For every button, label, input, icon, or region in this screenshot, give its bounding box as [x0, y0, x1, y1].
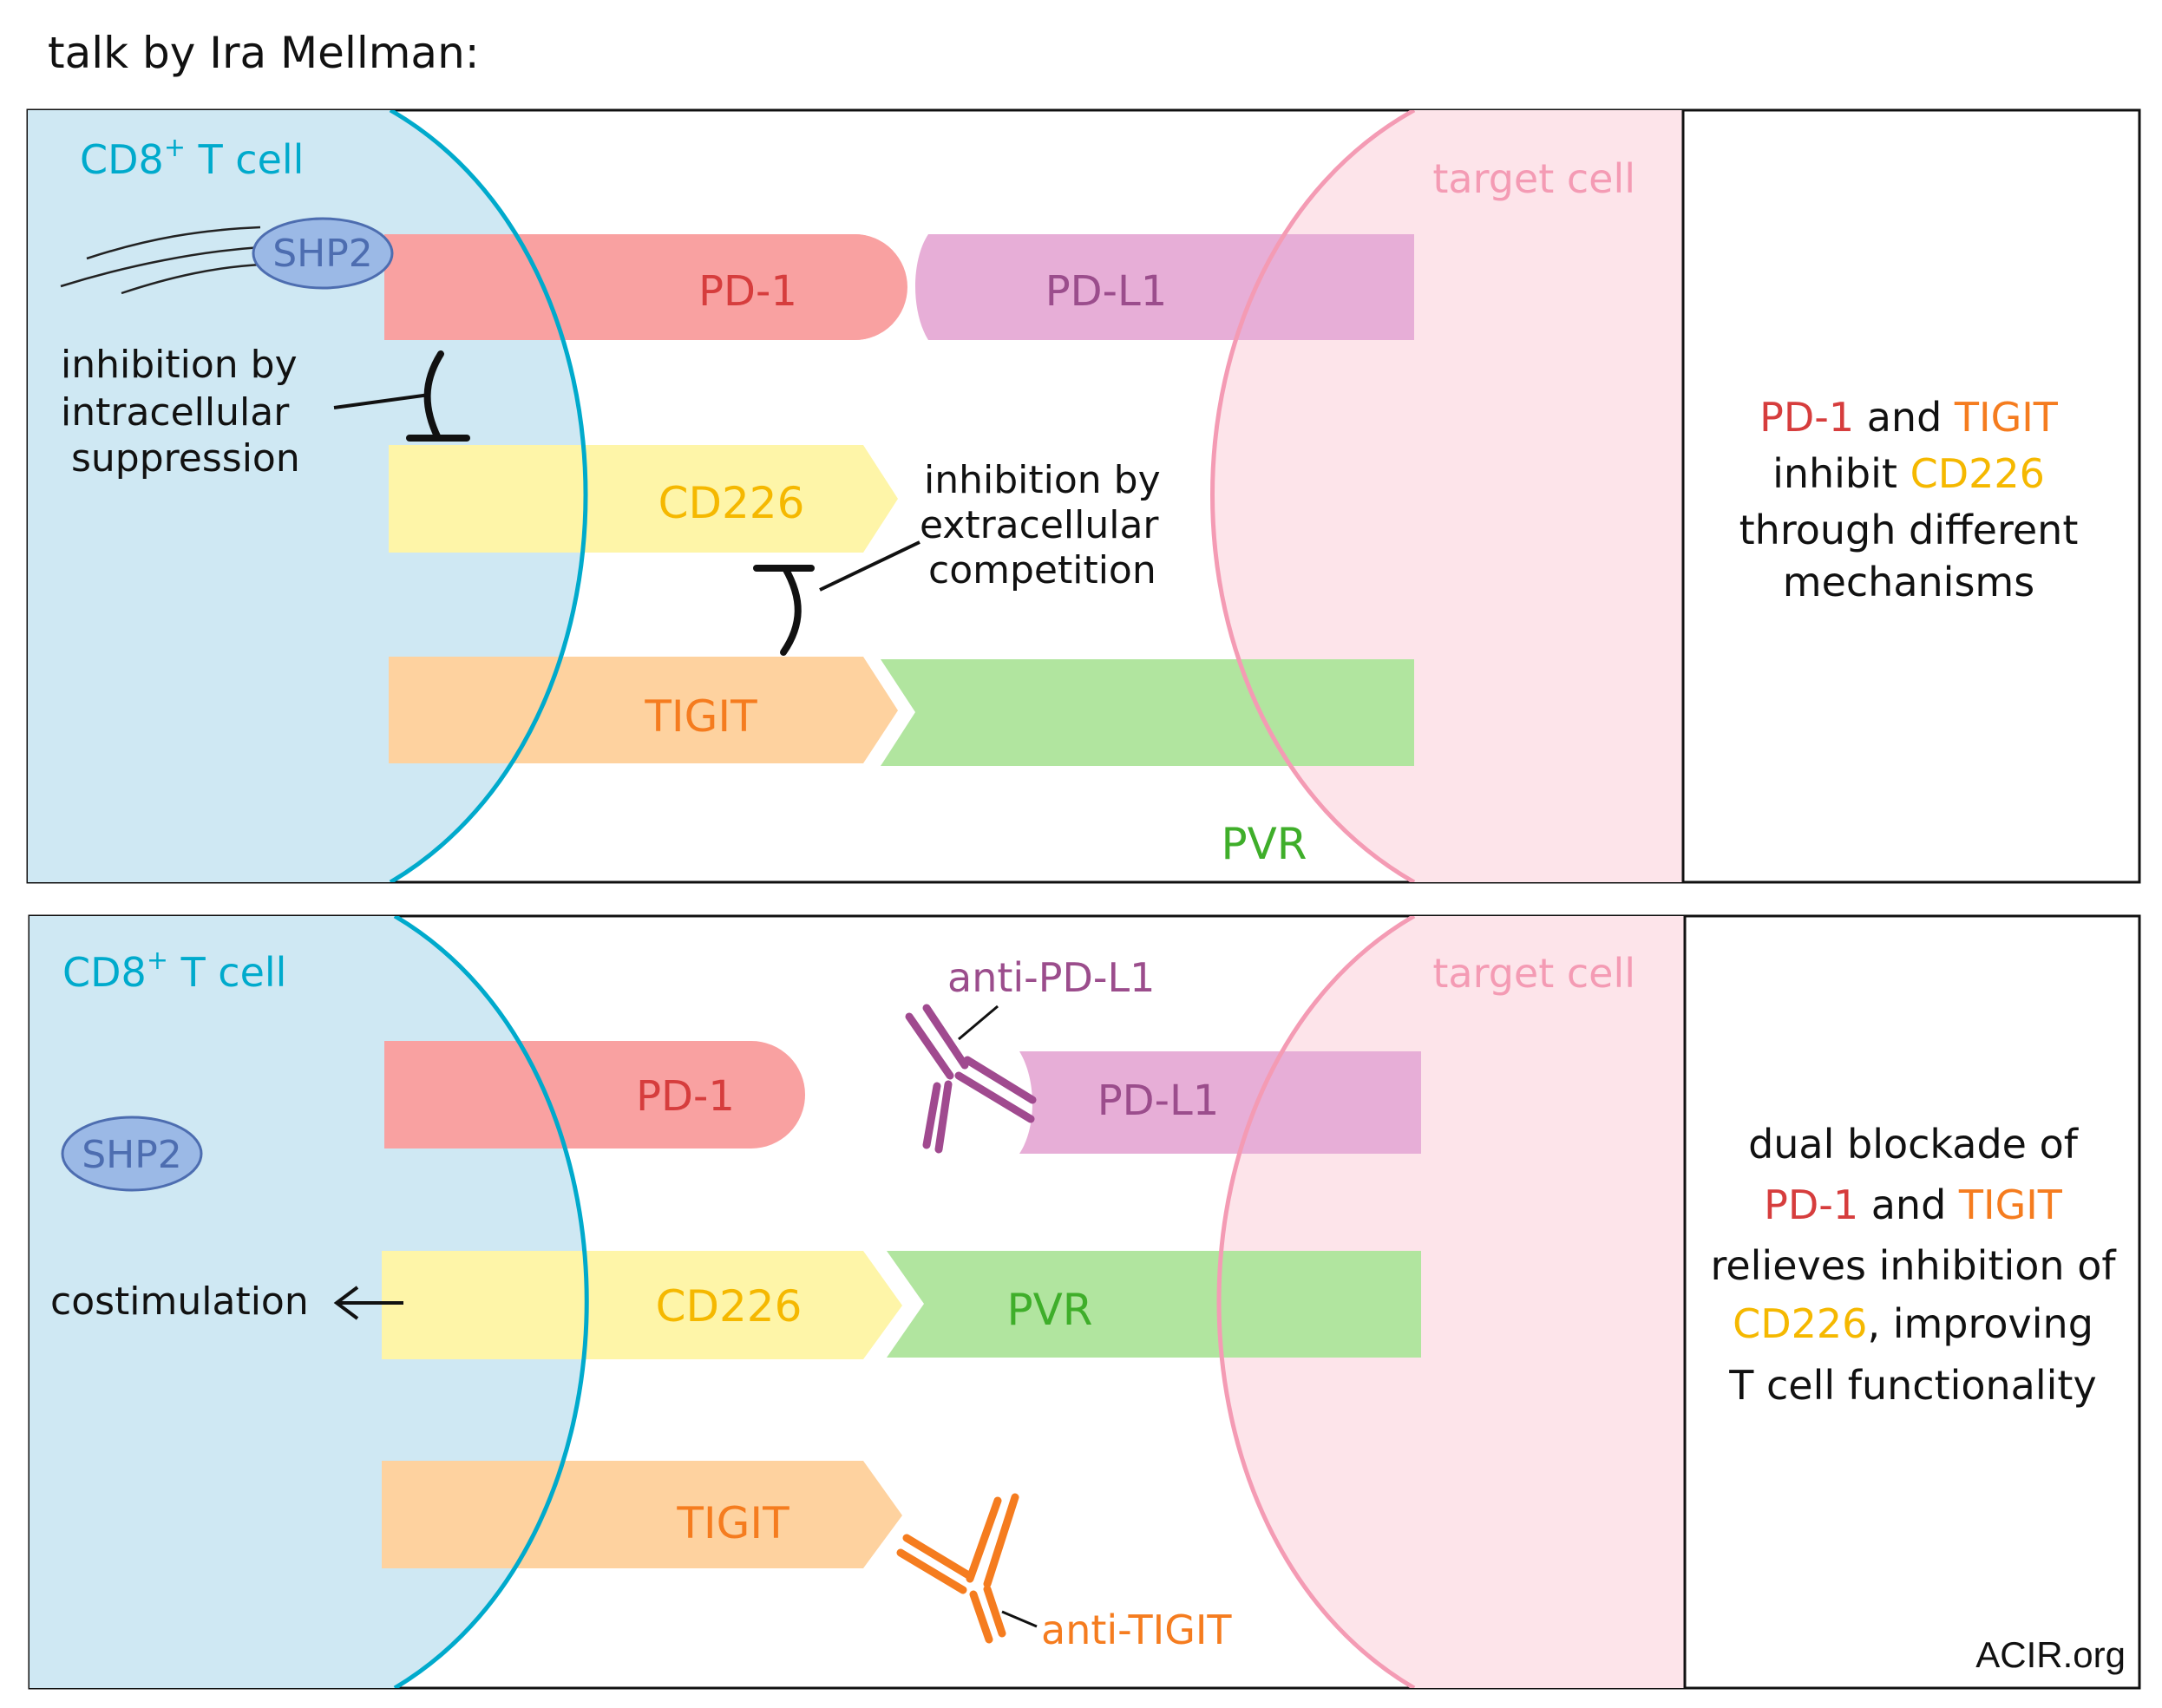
svg-text:CD226, improving: CD226, improving [1733, 1300, 2093, 1347]
svg-text:inhibit CD226: inhibit CD226 [1772, 450, 2045, 497]
costimulation-label: costimulation [50, 1279, 309, 1324]
svg-text:intracellular: intracellular [61, 390, 290, 435]
extracellular-note: inhibition by extracellular competition [920, 458, 1161, 592]
svg-text:PD-1 and TIGIT: PD-1 and TIGIT [1759, 394, 2059, 441]
anti-pdl1-label: anti-PD-L1 [947, 954, 1155, 1001]
pd1-label-top: PD-1 [698, 267, 797, 316]
inhibition-extracellular-symbol [780, 565, 802, 656]
pd1-bottom [384, 1041, 805, 1148]
target-membrane-bottom [1216, 916, 1416, 1688]
pdl1-receptor [902, 234, 1414, 340]
svg-text:T cell functionality: T cell functionality [1728, 1362, 2096, 1409]
panel-top: SHP2 CD8+ T cell target cell PD-1 PD-L1 … [26, 108, 2141, 884]
anti-pdl1-antibody [905, 1004, 1037, 1154]
cd226-label-top: CD226 [658, 478, 805, 528]
target-cell-membrane [1210, 110, 1416, 882]
shp2-bottom [61, 1116, 203, 1192]
tigit-bottom [382, 1461, 902, 1568]
svg-text:competition: competition [928, 548, 1156, 592]
svg-text:mechanisms: mechanisms [1783, 559, 2034, 605]
cd226-label-bottom: CD226 [656, 1281, 803, 1332]
pdl1-bottom [1019, 1051, 1421, 1154]
pvr-label-top: PVR [1221, 819, 1307, 869]
pdl1-label-bottom: PD-L1 [1097, 1076, 1220, 1125]
svg-text:dual blockade of: dual blockade of [1748, 1121, 2080, 1168]
cd226-receptor [389, 445, 898, 553]
credit-label: ACIR.org [1975, 1634, 2126, 1675]
pvr-bottom [887, 1251, 1421, 1358]
pd1-label-bottom: PD-1 [636, 1072, 735, 1121]
shp2-bottom-label: SHP2 [82, 1133, 182, 1177]
svg-text:extracellular: extracellular [920, 503, 1159, 547]
pvr-label-bottom: PVR [1006, 1285, 1092, 1335]
svg-text:inhibition by: inhibition by [61, 343, 298, 387]
tcell-label-bottom: CD8+ T cell [62, 946, 286, 996]
intracellular-note: inhibition by intracellular suppression [61, 343, 300, 481]
anti-tigit-antibody [896, 1493, 1019, 1644]
svg-text:PD-1 and TIGIT: PD-1 and TIGIT [1764, 1181, 2063, 1228]
svg-text:inhibition by: inhibition by [924, 458, 1161, 502]
talk-title: talk by Ira Mellman: [48, 28, 480, 78]
shp2-top [252, 217, 394, 290]
tigit-receptor [389, 657, 898, 763]
side-text-top: PD-1 and TIGIT inhibit CD226 through dif… [1739, 394, 2079, 605]
tigit-label-bottom: TIGIT [676, 1498, 789, 1548]
tcell-membrane [389, 110, 588, 882]
pvr-ligand [881, 659, 1414, 766]
shp2-top-label: SHP2 [272, 232, 373, 276]
side-text-bottom: dual blockade of PD-1 and TIGIT relieves… [1710, 1121, 2117, 1409]
anti-tigit-label: anti-TIGIT [1041, 1607, 1232, 1653]
panel-bottom: CD8+ T cell target cell SHP2 PD-1 PD-L1 … [28, 914, 2141, 1690]
tigit-label-top: TIGIT [644, 691, 757, 742]
target-cell-label-bottom: target cell [1432, 950, 1635, 997]
svg-text:relieves inhibition of: relieves inhibition of [1710, 1242, 2117, 1289]
tcell-label-top: CD8+ T cell [80, 133, 304, 183]
svg-text:suppression: suppression [71, 436, 300, 481]
cd226-bottom [382, 1251, 902, 1359]
tcell-membrane-bottom [393, 916, 589, 1688]
svg-text:through different: through different [1739, 507, 2079, 553]
pdl1-label-top: PD-L1 [1045, 267, 1168, 316]
target-cell-label-top: target cell [1432, 155, 1635, 202]
